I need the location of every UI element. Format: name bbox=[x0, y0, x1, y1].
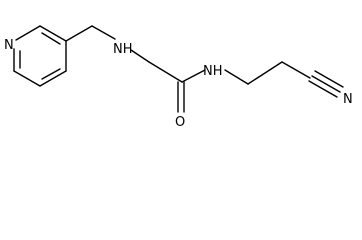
amine-nh-label: NH bbox=[113, 42, 133, 57]
bond-nh-to-ch2-b bbox=[224, 69, 249, 85]
bond-ring-c4-c5 bbox=[39, 70, 67, 87]
bond-ring-c5-c6 bbox=[13, 70, 41, 87]
bond-ring-n-c2 bbox=[15, 25, 41, 41]
pyridine-ring bbox=[13, 25, 67, 87]
triple-bond-line-3 bbox=[314, 70, 344, 88]
triple-bond-line-2 bbox=[308, 80, 338, 98]
nitrile-nitrogen-label: N bbox=[343, 92, 353, 107]
bond-ch2-to-ch2 bbox=[247, 61, 283, 85]
bond-ring-to-ch2 bbox=[65, 25, 93, 42]
molecule-structure: N NH NH O N bbox=[4, 25, 353, 130]
bond-ring-double-2 bbox=[41, 68, 61, 80]
bond-ch2-to-nitrile-c bbox=[281, 61, 311, 79]
triple-bond-line-1 bbox=[311, 75, 341, 93]
nitrile-triple-bond bbox=[308, 70, 344, 98]
pyridine-nitrogen-label: N bbox=[4, 38, 14, 53]
bond-ch2-to-carbonyl bbox=[148, 61, 183, 83]
bond-ring-c2-c3 bbox=[39, 25, 67, 42]
bond-nh-to-ch2 bbox=[130, 49, 150, 63]
amide-nh-label: NH bbox=[203, 64, 223, 79]
bond-ch2-to-nh bbox=[91, 25, 116, 40]
bond-ring-double-1 bbox=[41, 32, 61, 45]
bond-carbonyl-to-nh bbox=[181, 69, 206, 83]
carbonyl-oxygen-label: O bbox=[175, 115, 185, 130]
